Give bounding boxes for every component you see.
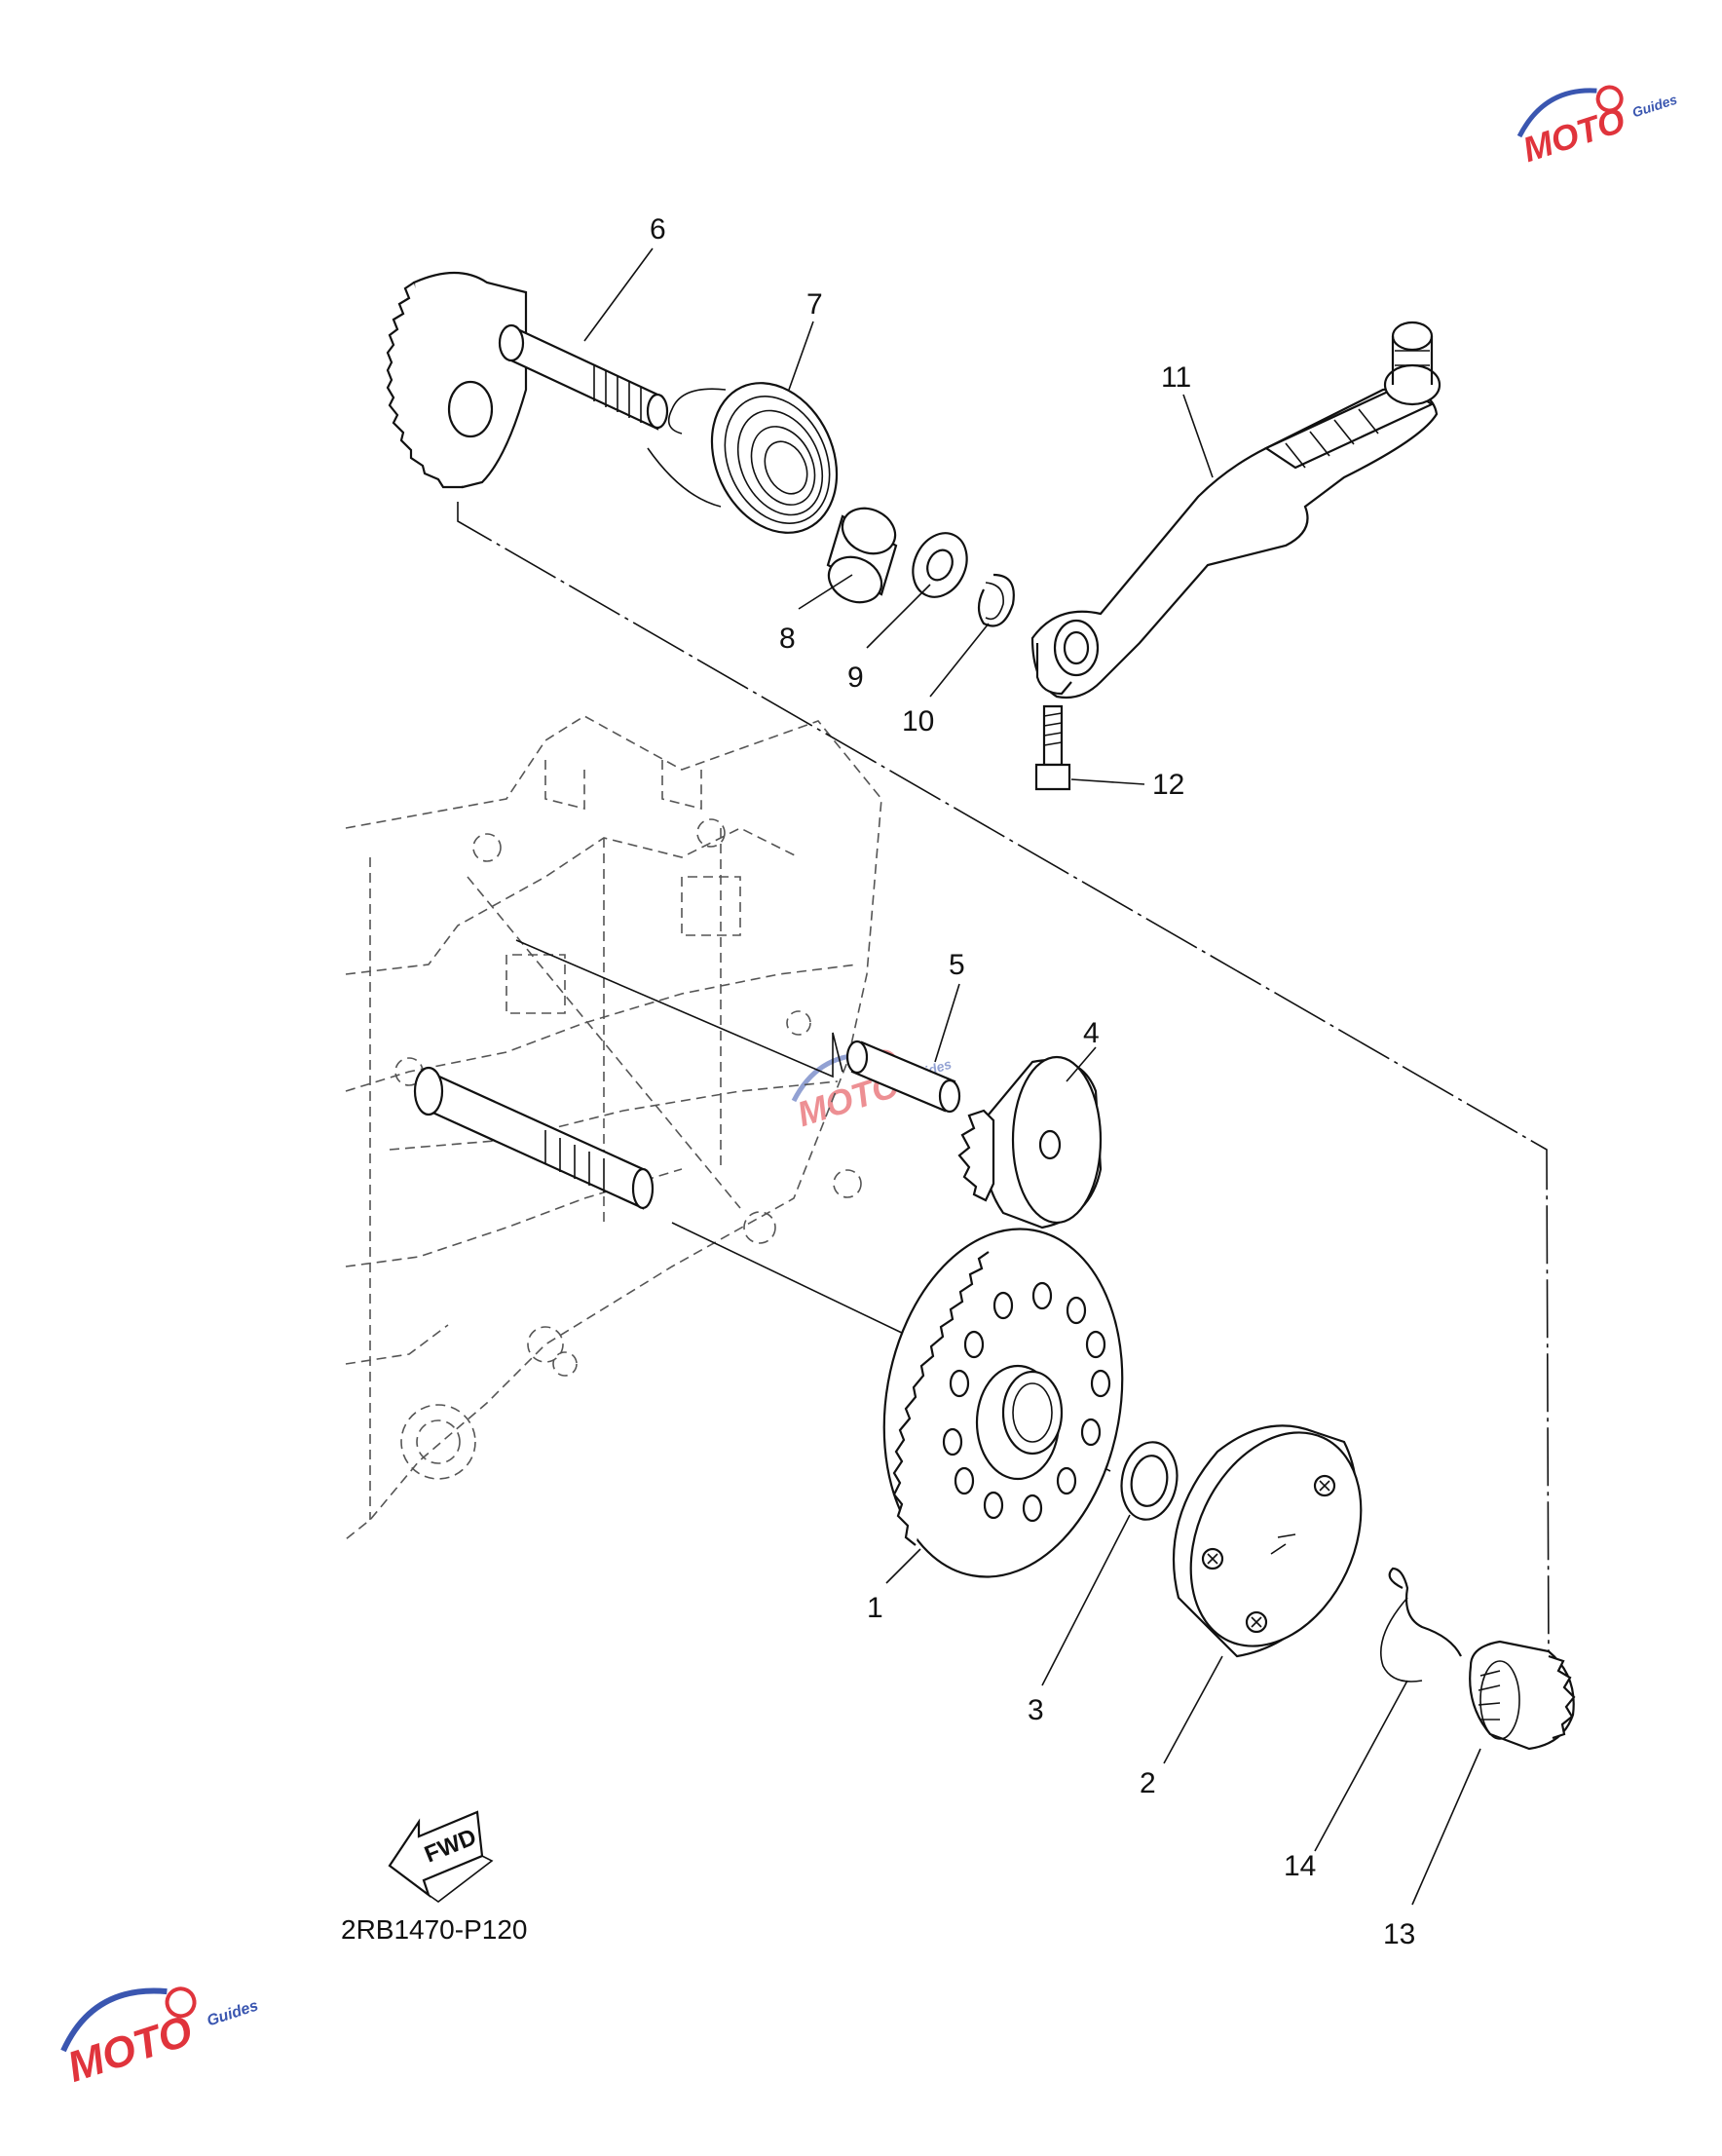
callout-5: 5: [949, 949, 965, 981]
part-14-spring-clip: [1380, 1567, 1462, 1683]
part-12-bolt: [1034, 704, 1145, 791]
part-11-kick-crank: [1030, 321, 1441, 700]
part-7-kick-spring: [647, 382, 839, 534]
part-6-kick-axle: [386, 271, 669, 489]
callout-7: 7: [806, 288, 823, 321]
svg-text:Guides: Guides: [1630, 92, 1679, 121]
callout-2: 2: [1140, 1767, 1156, 1799]
part-4-idle-gear: [957, 1055, 1103, 1229]
watermark-bottom-left: MOTO Guides: [60, 1986, 260, 2092]
moto-guides-logo-icon: [1516, 88, 1597, 138]
moto-guides-logo-icon: [60, 1987, 168, 2053]
callout-labels: 1 2 3 4 5 6 7 8 9 10 11 12 13 14: [650, 213, 1415, 1950]
part-1-primary-gear: [882, 1228, 1124, 1578]
output-shaft: [413, 1066, 655, 1210]
callout-9: 9: [847, 662, 864, 694]
fwd-direction-badge: FWD: [388, 1810, 494, 1903]
part-5-shaft: [845, 1040, 961, 1114]
svg-text:Guides: Guides: [205, 1997, 260, 2029]
callout-13: 13: [1383, 1918, 1415, 1950]
callout-4: 4: [1083, 1017, 1100, 1049]
arrow-left-icon: [388, 1810, 484, 1898]
watermark-top-right: MOTO Guides: [1516, 85, 1679, 170]
callout-14: 14: [1284, 1850, 1316, 1882]
part-3-washer: [1120, 1441, 1179, 1521]
part-10-circlip: [977, 573, 1015, 627]
callout-1: 1: [867, 1592, 883, 1624]
callout-8: 8: [779, 623, 796, 655]
callout-12: 12: [1152, 769, 1184, 801]
part-13-kick-pinion: [1469, 1640, 1576, 1751]
part-2-one-way-clutch: [1172, 1424, 1363, 1658]
crankcase-outline: [345, 715, 882, 1540]
part-8-collar: [826, 507, 898, 604]
callout-10: 10: [902, 705, 934, 738]
leader-lines: [583, 247, 1481, 1906]
svg-text:MOTO: MOTO: [1517, 99, 1629, 170]
callout-3: 3: [1028, 1694, 1044, 1726]
part-9-washer: [912, 532, 968, 598]
callout-11: 11: [1161, 361, 1191, 394]
diagram-code: 2RB1470-P120: [341, 1914, 527, 1945]
gear-holes: [942, 1281, 1111, 1523]
callout-6: 6: [650, 213, 666, 246]
